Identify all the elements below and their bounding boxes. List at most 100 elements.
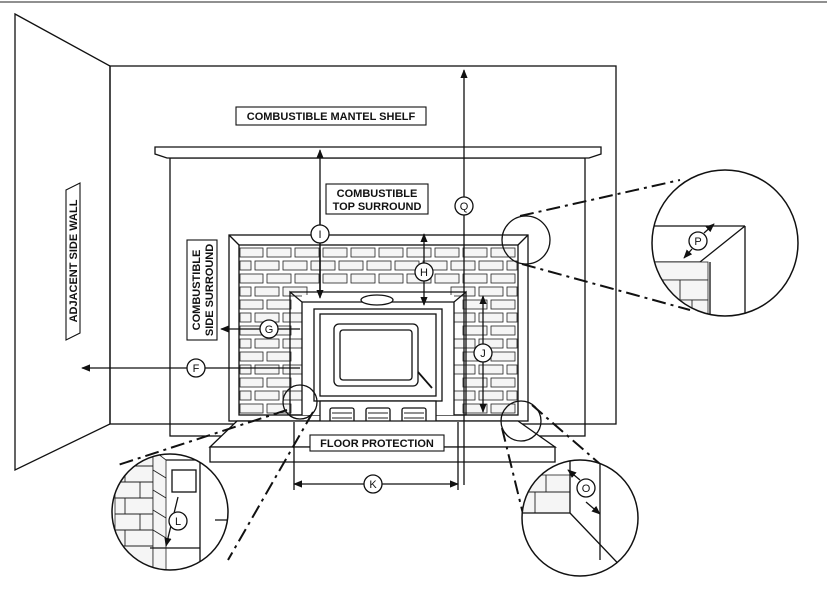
- brick: [506, 286, 518, 297]
- brick: [478, 364, 504, 375]
- brick: [462, 247, 488, 258]
- brick: [366, 260, 392, 271]
- marker-o: O: [576, 478, 596, 498]
- side-surround-text-1: COMBUSTIBLE: [191, 250, 203, 331]
- brick: [478, 390, 504, 401]
- top-surround-text-2: TOP SURROUND: [333, 201, 422, 213]
- brick: [506, 312, 518, 323]
- brick: [490, 325, 516, 336]
- stove-insert: [313, 308, 443, 430]
- label-adjacent-wall: ADJACENT SIDE WALL: [65, 182, 81, 341]
- brick: [239, 351, 264, 362]
- detail-o: [521, 459, 639, 577]
- brick: [378, 273, 404, 284]
- brick: [506, 364, 518, 375]
- brick: [239, 364, 252, 375]
- marker-q: Q: [454, 196, 474, 216]
- marker-i-label: I: [318, 229, 321, 241]
- marker-l: L: [168, 511, 188, 531]
- brick: [239, 299, 264, 310]
- brick: [294, 247, 320, 258]
- marker-p-label: P: [694, 236, 701, 248]
- marker-k: K: [363, 474, 383, 494]
- brick: [266, 299, 292, 310]
- brick: [266, 273, 292, 284]
- detail-l-source: [282, 384, 318, 420]
- brick: [378, 247, 404, 258]
- marker-q-label: Q: [460, 201, 469, 213]
- brick: [490, 273, 516, 284]
- brick: [294, 273, 320, 284]
- brick: [434, 247, 460, 258]
- mantel-shelf: [154, 146, 602, 159]
- top-surround-text-1: COMBUSTIBLE: [337, 188, 418, 200]
- detail-p: [651, 169, 799, 317]
- detail-o-source: [500, 400, 542, 442]
- brick: [462, 377, 488, 388]
- marker-k-label: K: [369, 479, 377, 491]
- brick: [254, 364, 280, 375]
- brick: [254, 260, 280, 271]
- label-top-surround: COMBUSTIBLE TOP SURROUND: [325, 183, 429, 215]
- marker-l-label: L: [175, 516, 181, 528]
- brick: [266, 247, 292, 258]
- brick: [266, 351, 292, 362]
- brick: [490, 377, 516, 388]
- brick: [490, 351, 516, 362]
- marker-p: P: [688, 231, 708, 251]
- marker-g: G: [259, 319, 279, 339]
- marker-o-label: O: [582, 483, 591, 495]
- flue-collar: [360, 294, 394, 306]
- brick: [310, 260, 336, 271]
- brick: [239, 312, 252, 323]
- mantel-shelf-text: COMBUSTIBLE MANTEL SHELF: [247, 111, 416, 123]
- brick: [478, 286, 504, 297]
- brick: [506, 390, 518, 401]
- brick: [239, 273, 264, 284]
- brick: [462, 325, 488, 336]
- side-surround-text-2: SIDE SURROUND: [204, 244, 216, 336]
- marker-h-label: H: [420, 267, 428, 279]
- brick: [254, 338, 280, 349]
- brick: [239, 247, 264, 258]
- label-mantel-shelf: COMBUSTIBLE MANTEL SHELF: [235, 106, 427, 126]
- adjacent-wall-text: ADJACENT SIDE WALL: [68, 199, 80, 322]
- brick: [350, 247, 376, 258]
- brick: [462, 299, 488, 310]
- marker-f-label: F: [193, 363, 200, 375]
- brick: [338, 260, 364, 271]
- brick: [434, 273, 460, 284]
- marker-h: H: [414, 262, 434, 282]
- floor-protection-text: FLOOR PROTECTION: [320, 438, 434, 450]
- brick: [406, 247, 432, 258]
- brick: [254, 286, 280, 297]
- brick: [490, 247, 516, 258]
- detail-p-source: [501, 215, 551, 265]
- marker-i: I: [310, 224, 330, 244]
- brick: [350, 273, 376, 284]
- label-side-surround: COMBUSTIBLE SIDE SURROUND: [186, 239, 218, 341]
- marker-j-label: J: [480, 348, 486, 360]
- label-floor-protection: FLOOR PROTECTION: [309, 434, 445, 452]
- brick: [450, 260, 476, 271]
- brick: [282, 260, 308, 271]
- brick: [462, 403, 488, 414]
- brick: [239, 390, 252, 401]
- brick: [462, 273, 488, 284]
- brick: [254, 390, 280, 401]
- brick: [322, 273, 348, 284]
- brick: [239, 403, 264, 414]
- adjacent-side-wall: [14, 12, 111, 472]
- brick: [239, 260, 252, 271]
- brick: [239, 286, 252, 297]
- brick: [266, 377, 292, 388]
- brick: [239, 338, 252, 349]
- brick: [490, 299, 516, 310]
- brick: [478, 312, 504, 323]
- marker-j: J: [473, 343, 493, 363]
- brick-face: [239, 247, 518, 414]
- marker-f: F: [186, 358, 206, 378]
- marker-g-label: G: [265, 324, 274, 336]
- detail-l: [111, 453, 229, 571]
